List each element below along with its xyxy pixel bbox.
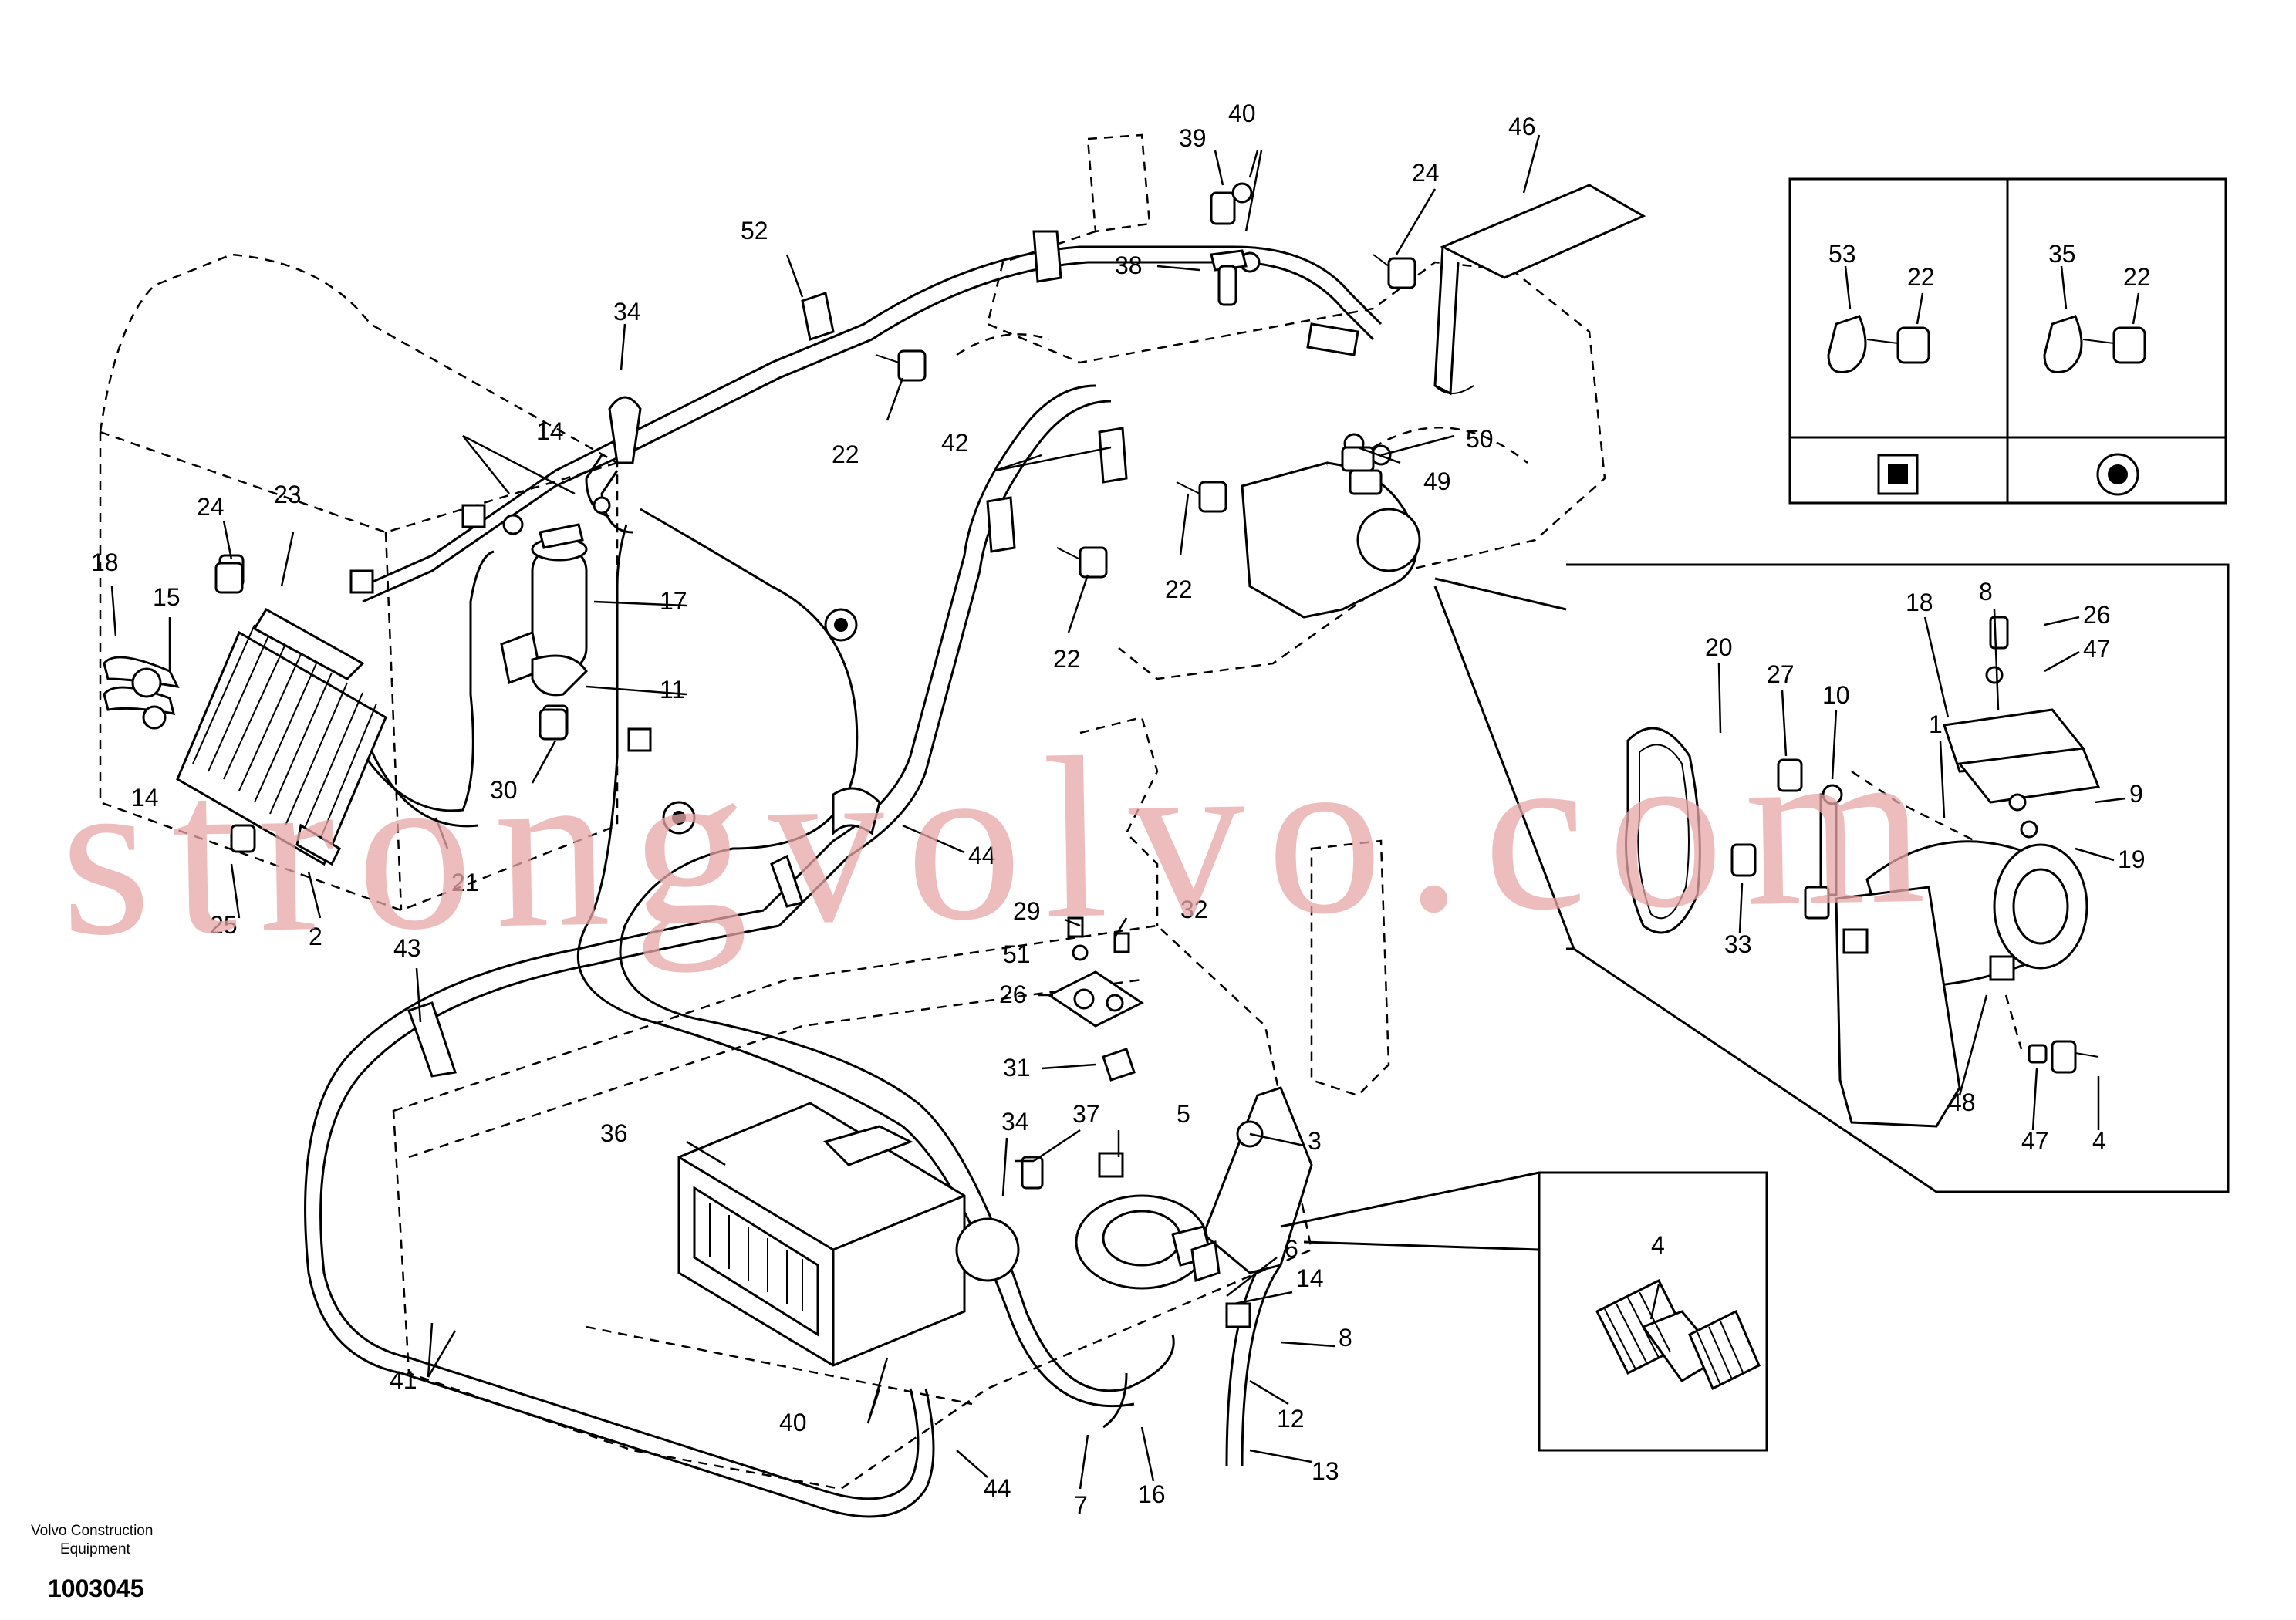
clamp-legend-inset	[1788, 177, 2227, 505]
callout-8-detail: 8	[1979, 578, 1993, 606]
callout-34-top: 34	[613, 298, 641, 326]
callout-51: 51	[1003, 940, 1031, 968]
callout-49: 49	[1423, 467, 1451, 495]
callout-43: 43	[393, 934, 421, 962]
callout-32: 32	[1180, 896, 1208, 923]
callout-13: 13	[1312, 1457, 1339, 1485]
mount-plate	[1021, 916, 1144, 1190]
callout-22-c: 22	[1053, 645, 1081, 673]
callout-14-left: 14	[131, 784, 159, 812]
frame-outline	[392, 716, 1390, 1490]
callout-12: 12	[1277, 1405, 1305, 1433]
callout-17: 17	[660, 587, 687, 615]
callout-46: 46	[1508, 113, 1536, 140]
callout-16: 16	[1138, 1480, 1166, 1508]
square-symbol-icon	[1877, 454, 1919, 495]
receiver-drier	[500, 496, 611, 738]
callout-39: 39	[1179, 124, 1207, 152]
leader-lines	[110, 134, 1660, 1490]
callout-25: 25	[210, 911, 238, 939]
callout-6: 6	[1285, 1235, 1298, 1263]
callout-8: 8	[1339, 1324, 1352, 1352]
compressor	[1075, 1086, 1313, 1328]
condenser	[103, 554, 387, 866]
callout-31: 31	[1003, 1054, 1031, 1082]
callout-47-detail-bottom: 47	[2021, 1127, 2049, 1155]
callout-27: 27	[1767, 660, 1795, 688]
callout-21: 21	[451, 869, 479, 896]
callout-42: 42	[941, 429, 969, 457]
callout-50: 50	[1466, 425, 1494, 453]
callout-44-upper: 44	[968, 842, 996, 869]
callout-labels: 39 40 46 24 38 52 34 22 42 50 49 22 22 1…	[91, 100, 1536, 1519]
callout-53: 53	[1828, 240, 1856, 268]
callout-10: 10	[1822, 681, 1850, 709]
callout-33: 33	[1724, 930, 1752, 958]
callout-52: 52	[741, 217, 768, 245]
callout-14-top: 14	[536, 417, 564, 445]
callout-1: 1	[1929, 710, 1943, 738]
drawing-number: 1003045	[48, 1574, 144, 1602]
callout-34-lower: 34	[1001, 1108, 1029, 1136]
callout-40-lower: 40	[779, 1409, 807, 1436]
callout-29: 29	[1013, 897, 1041, 925]
detail-labels: 20 27 10 18 8 26 47 1 9 19 33 48 47 4 4	[1651, 578, 2146, 1259]
callout-4-detail-partial: 4	[2092, 1127, 2106, 1155]
upper-compressor	[1241, 446, 1421, 619]
callout-48: 48	[1948, 1088, 1976, 1116]
callout-22-b: 22	[1165, 575, 1193, 603]
callout-30: 30	[490, 776, 518, 804]
callout-26-detail: 26	[2083, 601, 2111, 629]
callout-24-left: 24	[197, 493, 225, 521]
footer-org-line1: Volvo Construction	[31, 1523, 153, 1539]
callout-4: 4	[1651, 1231, 1665, 1259]
callout-11: 11	[660, 676, 685, 704]
engine-outline	[956, 133, 1606, 680]
callout-35: 35	[2048, 240, 2076, 268]
callout-23: 23	[274, 481, 302, 508]
cab-outline	[99, 253, 619, 912]
callout-37: 37	[1072, 1100, 1100, 1128]
callout-15: 15	[153, 583, 181, 611]
callout-7: 7	[1074, 1491, 1088, 1519]
callout-5: 5	[1177, 1100, 1190, 1128]
callout-40-top: 40	[1228, 100, 1256, 127]
detail-leaders	[1717, 609, 2126, 1131]
legend-labels: 53 22 35 22	[1828, 240, 2151, 291]
evaporator-unit	[677, 1102, 1020, 1367]
callout-18-detail: 18	[1906, 589, 1933, 616]
callout-22-a: 22	[832, 440, 859, 468]
shaft-detail-inset	[1280, 1171, 1768, 1452]
callout-44-lower: 44	[984, 1474, 1011, 1502]
bracket-46	[1433, 184, 1646, 396]
callout-3: 3	[1308, 1127, 1322, 1155]
callout-22-legend-right: 22	[2123, 263, 2151, 291]
callout-26: 26	[999, 980, 1027, 1008]
callout-9: 9	[2129, 780, 2143, 808]
callout-2: 2	[309, 923, 322, 950]
callout-47-detail-top: 47	[2083, 635, 2111, 663]
compressor-detail-inset	[1433, 563, 2230, 1193]
callout-38: 38	[1115, 251, 1143, 279]
footer-org-line2: Equipment	[60, 1541, 131, 1558]
callout-18: 18	[91, 548, 119, 576]
callout-36: 36	[600, 1119, 628, 1147]
callout-14-lower: 14	[1296, 1264, 1324, 1292]
callout-22-legend-left: 22	[1907, 263, 1935, 291]
callout-20: 20	[1705, 633, 1733, 661]
callout-19: 19	[2118, 845, 2146, 873]
callout-24-right: 24	[1412, 159, 1440, 187]
callout-41: 41	[390, 1366, 417, 1394]
watermark-text: strongvolvo.com	[58, 694, 1948, 984]
